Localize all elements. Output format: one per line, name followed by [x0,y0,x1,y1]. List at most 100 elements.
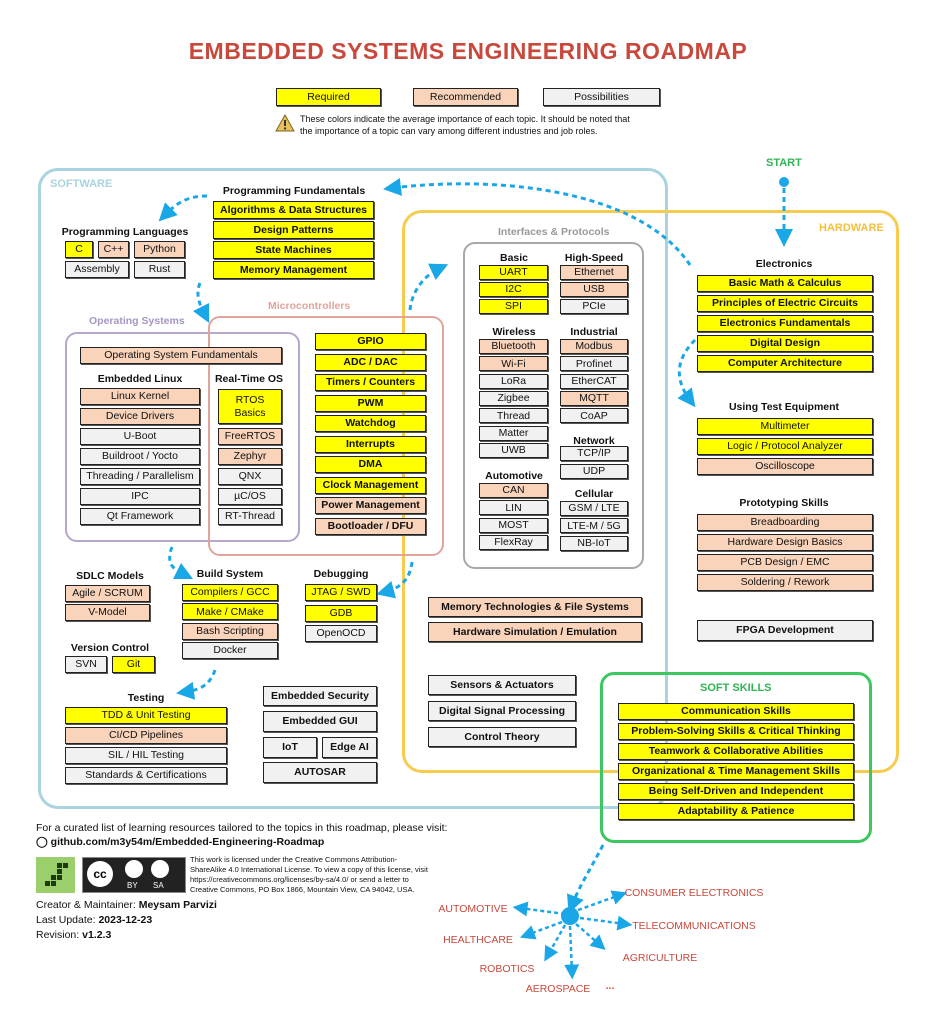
topic-interrupts: Interrupts [315,435,426,453]
topic-problem-solving-skills-critical-thinking: Problem-Solving Skills & Critical Thinki… [618,723,854,740]
github-link[interactable]: ◯ github.com/m3y54m/Embedded-Engineering… [36,836,324,848]
topic-power-management: Power Management [315,497,426,514]
software-region [38,168,668,809]
industry-agriculture: AGRICULTURE [622,952,698,964]
topic-bootloader-dfu: Bootloader / DFU [315,517,426,535]
topic-svn: SVN [65,656,107,673]
topic-operating-system-fundamentals: Operating System Fundamentals [80,347,282,364]
update-date: 2023-12-23 [98,914,153,926]
topic-pcb-design-emc: PCB Design / EMC [697,554,873,571]
topic-principles-of-electric-circuits: Principles of Electric Circuits [697,295,873,312]
topic-assembly: Assembly [65,261,129,278]
topic-basic-math-calculus: Basic Math & Calculus [697,275,873,292]
topic-qt-framework: Qt Framework [80,508,200,525]
topic-mqtt: MQTT [560,390,628,406]
topic-gsm-lte: GSM / LTE [560,501,628,516]
topic-spi: SPI [479,299,548,314]
arrow-os-build [168,546,194,580]
topic-buildroot-yocto: Buildroot / Yocto [80,448,200,465]
topic-iot: IoT [263,737,317,758]
topic-v-model: V-Model [65,603,150,621]
topic-memory-management: Memory Management [213,261,374,279]
heading-cellular: Cellular [574,488,614,500]
topic-pwm: PWM [315,394,426,412]
topic-sil-hil-testing: SIL / HIL Testing [65,747,227,764]
heading-real-time-os: Real-Time OS [214,373,284,385]
heading-prototyping-skills: Prototyping Skills [739,497,829,509]
topic-embedded-gui: Embedded GUI [263,711,377,732]
topic-watchdog: Watchdog [315,415,426,432]
heading-programming-languages: Programming Languages [61,226,189,238]
topic-bluetooth: Bluetooth [479,339,548,354]
industry-telecommunications: TELECOMMUNICATIONS [632,920,756,932]
soft-skills-region [600,672,872,843]
heading-electronics: Electronics [755,258,813,270]
topic-u-boot: U-Boot [80,428,200,445]
topic-algorithms-data-structures: Algorithms & Data Structures [213,201,374,219]
topic-gpio: GPIO [315,333,426,350]
microcontrollers-label: Microcontrollers [268,300,351,312]
license-line-4: Creative Commons, PO Box 1866, Mountain … [190,885,415,894]
topic-i2c: I2C [479,282,548,297]
heading-debugging: Debugging [313,568,369,580]
start-dot [779,177,789,187]
interfaces-label: Interfaces & Protocols [498,226,610,238]
topic-soldering-rework: Soldering / Rework [697,574,873,591]
topic-python: Python [134,241,185,258]
topic-lte-m-5g: LTE-M / 5G [560,518,628,534]
topic-oscilloscope: Oscilloscope [697,458,873,475]
topic-computer-architecture: Computer Architecture [697,355,873,372]
topic-profinet: Profinet [560,356,628,372]
industry-aerospace: AEROSPACE [525,983,591,995]
attribution-icon [125,860,143,878]
industry-healthcare: HEALTHCARE [443,934,513,946]
heading-sdlc-models: SDLC Models [76,570,144,582]
legend-recommended: Recommended [413,88,518,106]
heading-network: Network [573,435,615,447]
topic-standards-certifications: Standards & Certifications [65,767,227,784]
topic-edge-ai: Edge AI [322,737,377,758]
share-alike-icon [151,860,169,878]
topic-rust: Rust [134,261,185,278]
topic-multimeter: Multimeter [697,418,873,435]
soft-skills-label: SOFT SKILLS [700,682,772,694]
legend-note-line1: These colors indicate the average import… [300,114,630,124]
topic-device-drivers: Device Drivers [80,408,200,425]
arrow-electronics-test [677,338,697,408]
heading-version-control: Version Control [70,642,150,654]
heading-basic: Basic [499,252,529,264]
operating-systems-label: Operating Systems [89,315,185,327]
heading-industrial: Industrial [570,326,618,338]
warning-icon [275,114,295,132]
topic-hardware-simulation-emulation: Hardware Simulation / Emulation [428,622,642,642]
revision-line: Revision: v1.2.3 [36,929,111,941]
arrow-electronics-fundamentals [383,177,692,266]
topic-zephyr: Zephyr [218,448,282,465]
heading-wireless: Wireless [492,326,536,338]
topic-digital-design: Digital Design [697,335,873,352]
topic-c: C++ [98,241,129,258]
topic-ethercat: EtherCAT [560,373,628,389]
topic-timers-counters: Timers / Counters [315,374,426,391]
license-line-2: ShareAlike 4.0 International License. To… [190,865,428,874]
topic-control-theory: Control Theory [428,727,576,747]
topic-rtos-basics: RTOS Basics [218,389,282,424]
topic-rt-thread: RT-Thread [218,508,282,525]
topic-uart: UART [479,265,548,280]
operating-systems-region [65,332,300,542]
topic-organizational-time-management-skills: Organizational & Time Management Skills [618,763,854,780]
creator-name: Meysam Parvizi [138,899,217,911]
topic-uwb: UWB [479,442,548,458]
license-line-3[interactable]: https://creativecommons.org/licenses/by-… [190,875,409,884]
topic-logic-protocol-analyzer: Logic / Protocol Analyzer [697,438,873,455]
topic-bash-scripting: Bash Scripting [182,622,278,640]
industry-hub [561,907,579,925]
creator-line: Creator & Maintainer: Meysam Parvizi [36,899,217,911]
industry-automotive: AUTOMOTIVE [438,903,508,915]
topic-clock-management: Clock Management [315,476,426,494]
industry-more: ... [605,980,615,992]
topic-adaptability-patience: Adaptability & Patience [618,803,854,820]
topic-ci-cd-pipelines: CI/CD Pipelines [65,727,227,744]
topic-gdb: GDB [305,604,377,622]
